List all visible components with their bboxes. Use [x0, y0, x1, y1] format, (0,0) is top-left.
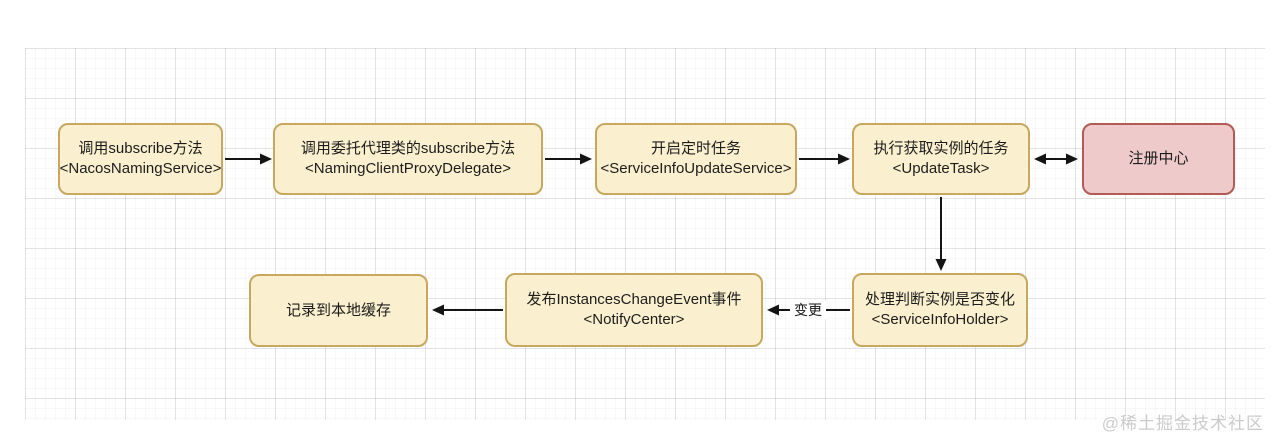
node-service-info-holder: 处理判断实例是否变化 <ServiceInfoHolder> — [852, 273, 1028, 347]
node-registry-center: 注册中心 — [1082, 123, 1235, 195]
node-title: 发布InstancesChangeEvent事件 — [526, 291, 742, 308]
node-class: <NotifyCenter> — [583, 311, 685, 328]
watermark: @稀土掘金技术社区 — [1101, 414, 1264, 433]
node-title: 注册中心 — [1128, 150, 1189, 167]
node-class: <UpdateTask> — [892, 160, 990, 177]
node-naming-client-proxy-delegate: 调用委托代理类的subscribe方法 <NamingClientProxyDe… — [273, 123, 543, 195]
node-title: 调用subscribe方法 — [78, 140, 203, 157]
node-title: 执行获取实例的任务 — [873, 140, 1009, 157]
edge-label-change: 变更 — [790, 301, 826, 319]
node-update-task: 执行获取实例的任务 <UpdateTask> — [852, 123, 1030, 195]
node-local-cache: 记录到本地缓存 — [249, 274, 428, 347]
node-title: 开启定时任务 — [650, 140, 741, 157]
node-title: 调用委托代理类的subscribe方法 — [300, 140, 516, 157]
node-title: 记录到本地缓存 — [285, 301, 391, 319]
node-class: <NacosNamingService> — [59, 160, 222, 177]
node-title: 处理判断实例是否变化 — [864, 291, 1015, 308]
node-class: <NamingClientProxyDelegate> — [305, 160, 511, 177]
node-class: <ServiceInfoUpdateService> — [600, 160, 792, 177]
node-nacos-naming-service: 调用subscribe方法 <NacosNamingService> — [58, 123, 223, 195]
node-class: <ServiceInfoHolder> — [871, 311, 1009, 328]
node-service-info-update-service: 开启定时任务 <ServiceInfoUpdateService> — [595, 123, 797, 195]
grid-background — [25, 48, 1265, 420]
node-notify-center: 发布InstancesChangeEvent事件 <NotifyCenter> — [505, 273, 763, 347]
